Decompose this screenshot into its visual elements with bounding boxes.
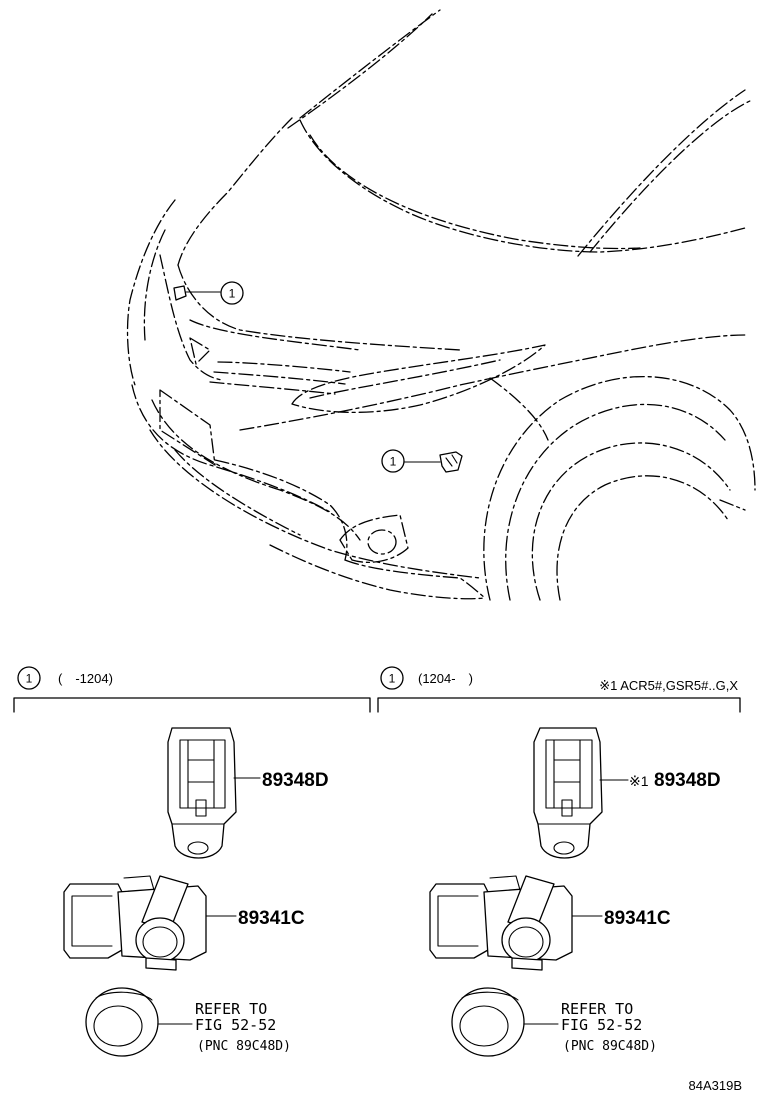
group-right-note: ※1 ACR5#,GSR5#..G,X [599, 678, 738, 693]
ref-line1-left: REFER TO [195, 1000, 267, 1018]
part-number-89348d-left: 89348D [262, 770, 329, 791]
ref-line3-left: (PNC 89C48D) [197, 1039, 291, 1054]
ref-line3-right: (PNC 89C48D) [563, 1039, 657, 1054]
sensor-right [429, 875, 603, 971]
callout-1-lower: 1 [381, 449, 405, 473]
figure-id: 84A319B [689, 1078, 743, 1093]
part-number-89341c-right: 89341C [604, 908, 671, 929]
svg-text:1: 1 [229, 287, 236, 301]
sensor-mount-upper [173, 285, 221, 301]
ref-line2-left: FIG 52-52 [195, 1016, 276, 1034]
part-number-89341c-left: 89341C [238, 908, 305, 929]
svg-text:1: 1 [389, 672, 396, 686]
bracket-right [533, 727, 629, 859]
group-left-range: ( -1204) [58, 671, 113, 686]
svg-text:1: 1 [390, 455, 397, 469]
sensor-cap-right [451, 987, 559, 1057]
ref-line1-right: REFER TO [561, 1000, 633, 1018]
car-front-outline [126, 9, 756, 601]
svg-text:1: 1 [26, 672, 33, 686]
ref-line2-right: FIG 52-52 [561, 1016, 642, 1034]
sensor-mount-lower [403, 451, 463, 473]
callout-1-upper: 1 [220, 281, 244, 305]
sensor-left [63, 875, 237, 971]
part-number-89348d-right: 89348D [654, 770, 721, 791]
group-right-range: (1204- ) [418, 671, 473, 686]
bracket-right-mark: ※1 [629, 773, 649, 789]
group-header-left: 1 ( -1204) [13, 666, 371, 713]
sensor-cap-left [85, 987, 193, 1057]
bracket-left [167, 727, 261, 859]
group-header-right: 1 (1204- ) ※1 ACR5#,GSR5#..G,X [377, 666, 741, 713]
